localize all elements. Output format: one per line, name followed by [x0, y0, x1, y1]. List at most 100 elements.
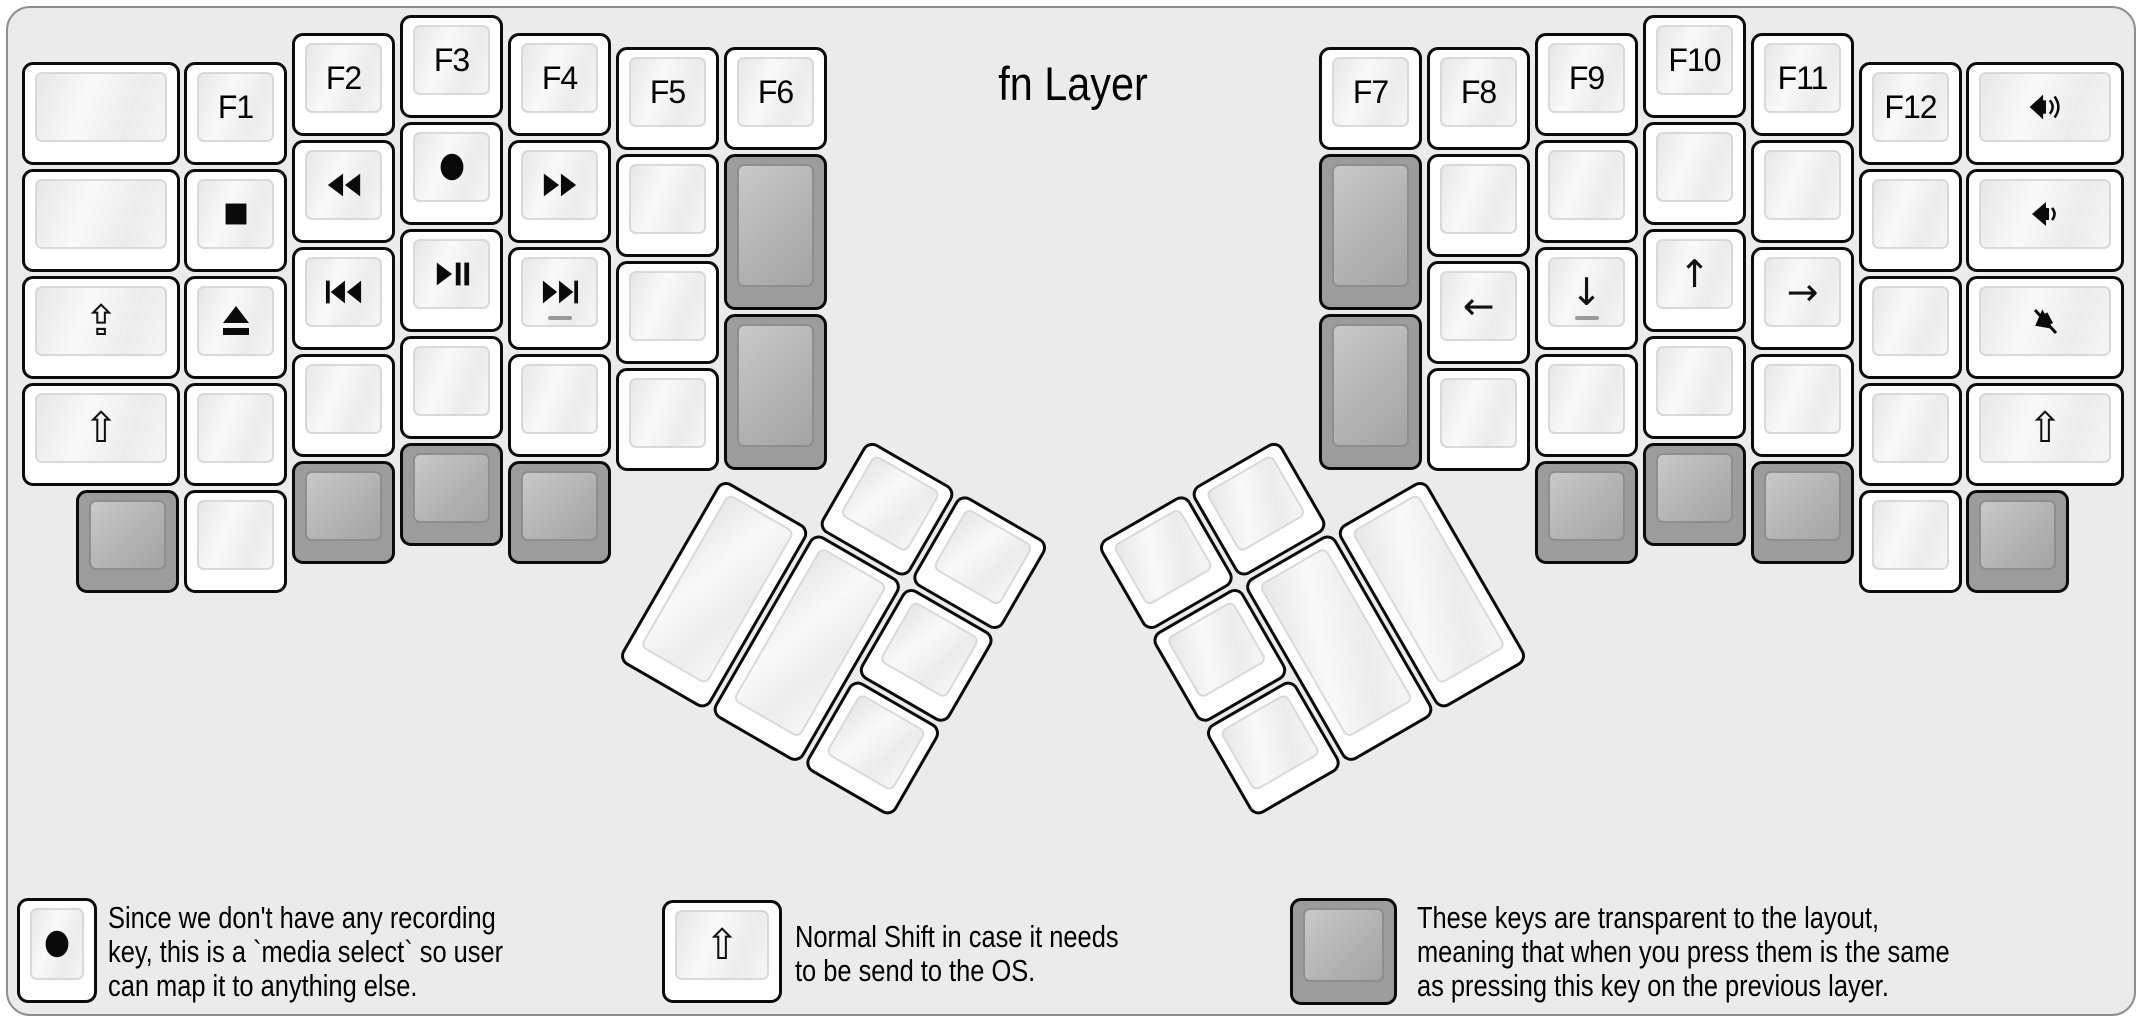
key-label: F5: [649, 73, 686, 110]
keycap-surface: [413, 346, 490, 416]
key-blank[interactable]: [1751, 140, 1854, 243]
rewind-icon: [323, 166, 365, 204]
key-label: F2: [325, 59, 362, 96]
key-caps-lock[interactable]: ⇪: [22, 276, 180, 379]
keycap-surface: [1440, 164, 1517, 234]
keycap-surface: F9: [1548, 43, 1625, 113]
key-shift[interactable]: ⇧: [1966, 383, 2124, 486]
key-volume-up[interactable]: [1966, 62, 2124, 165]
key-f5[interactable]: F5: [616, 47, 719, 150]
key-f10[interactable]: F10: [1643, 15, 1746, 118]
keycap-surface: [197, 286, 274, 356]
key-f6[interactable]: F6: [724, 47, 827, 150]
key-transparent[interactable]: [508, 461, 611, 564]
legend-text-shift: Normal Shift in case it needs to be send…: [795, 920, 1119, 988]
key-prev-track[interactable]: [292, 247, 395, 350]
record-icon: [433, 148, 471, 186]
key-stop[interactable]: [184, 169, 287, 272]
key-arrow-down[interactable]: ↓: [1535, 247, 1638, 350]
key-shift[interactable]: ⇧: [22, 383, 180, 486]
key-f12[interactable]: F12: [1859, 62, 1962, 165]
key-shift-sample: ⇧: [662, 900, 782, 1003]
homing-dash: [1574, 316, 1599, 320]
key-blank[interactable]: [616, 261, 719, 364]
key-f3[interactable]: F3: [400, 15, 503, 118]
key-arrow-left[interactable]: ←: [1427, 261, 1530, 364]
key-transparent[interactable]: [1966, 490, 2069, 593]
homing-dash: [547, 316, 572, 320]
volume-down-icon: [2025, 194, 2065, 234]
key-blank[interactable]: [1643, 122, 1746, 225]
key-transparent[interactable]: [1643, 443, 1746, 546]
keycap-surface: [197, 500, 274, 570]
key-blank[interactable]: [22, 62, 180, 165]
key-transparent[interactable]: [1535, 461, 1638, 564]
key-transparent[interactable]: [1319, 154, 1422, 310]
key-f11[interactable]: F11: [1751, 33, 1854, 136]
keycap-surface: [521, 257, 598, 327]
arrow-left-glyph: ←: [1462, 284, 1495, 328]
keycap-surface: [89, 500, 166, 570]
key-f1[interactable]: F1: [184, 62, 287, 165]
key-record[interactable]: [400, 122, 503, 225]
key-transparent[interactable]: [76, 490, 179, 593]
keycap-surface: [521, 364, 598, 434]
key-fast-forward[interactable]: [508, 140, 611, 243]
key-blank[interactable]: [1751, 354, 1854, 457]
key-f2[interactable]: F2: [292, 33, 395, 136]
key-blank[interactable]: [616, 154, 719, 257]
key-blank[interactable]: [1535, 140, 1638, 243]
keycap-surface: ⇧: [1979, 393, 2111, 463]
key-blank[interactable]: [1535, 354, 1638, 457]
key-transparent[interactable]: [292, 461, 395, 564]
key-f8[interactable]: F8: [1427, 47, 1530, 150]
key-rewind[interactable]: [292, 140, 395, 243]
legend-line: Since we don't have any recording: [108, 900, 496, 935]
key-arrow-right[interactable]: →: [1751, 247, 1854, 350]
key-blank[interactable]: [1859, 490, 1962, 593]
key-arrow-up[interactable]: ↑: [1643, 229, 1746, 332]
key-blank[interactable]: [1427, 154, 1530, 257]
key-f9[interactable]: F9: [1535, 33, 1638, 136]
key-eject[interactable]: [184, 276, 287, 379]
keycap-surface: [1979, 286, 2111, 356]
key-volume-down[interactable]: [1966, 169, 2124, 272]
key-label: F8: [1460, 73, 1497, 110]
key-play-pause[interactable]: [400, 229, 503, 332]
legend-line: as pressing this key on the previous lay…: [1417, 968, 1889, 1003]
key-next-track[interactable]: [508, 247, 611, 350]
key-blank[interactable]: [184, 383, 287, 486]
key-blank[interactable]: [1859, 276, 1962, 379]
key-blank[interactable]: [1859, 383, 1962, 486]
key-transparent[interactable]: [1319, 314, 1422, 470]
key-transparent[interactable]: [1751, 461, 1854, 564]
keycap-surface: F11: [1764, 43, 1841, 113]
key-blank[interactable]: [508, 354, 611, 457]
keycap-surface: F12: [1872, 72, 1949, 142]
key-f7[interactable]: F7: [1319, 47, 1422, 150]
legend-text-transparent: These keys are transparent to the layout…: [1417, 901, 1950, 1003]
key-blank[interactable]: [616, 368, 719, 471]
key-transparent[interactable]: [724, 314, 827, 470]
key-f4[interactable]: F4: [508, 33, 611, 136]
keycap-surface: [1872, 500, 1949, 570]
key-transparent[interactable]: [400, 443, 503, 546]
key-blank[interactable]: [400, 336, 503, 439]
keycap-surface: ⇧: [675, 910, 769, 980]
keycap-surface: [1764, 150, 1841, 220]
keycap-surface: [30, 908, 84, 980]
key-blank[interactable]: [1643, 336, 1746, 439]
key-blank[interactable]: [1427, 368, 1530, 471]
keycap-surface: [1656, 132, 1733, 202]
key-volume-mute[interactable]: [1966, 276, 2124, 379]
key-blank[interactable]: [292, 354, 395, 457]
key-blank[interactable]: [22, 169, 180, 272]
key-blank[interactable]: [1859, 169, 1962, 272]
key-blank[interactable]: [184, 490, 287, 593]
keycap-surface: [305, 364, 382, 434]
keycap-surface: F2: [305, 43, 382, 113]
key-transparent[interactable]: [724, 154, 827, 310]
next-track-icon: [538, 273, 582, 311]
